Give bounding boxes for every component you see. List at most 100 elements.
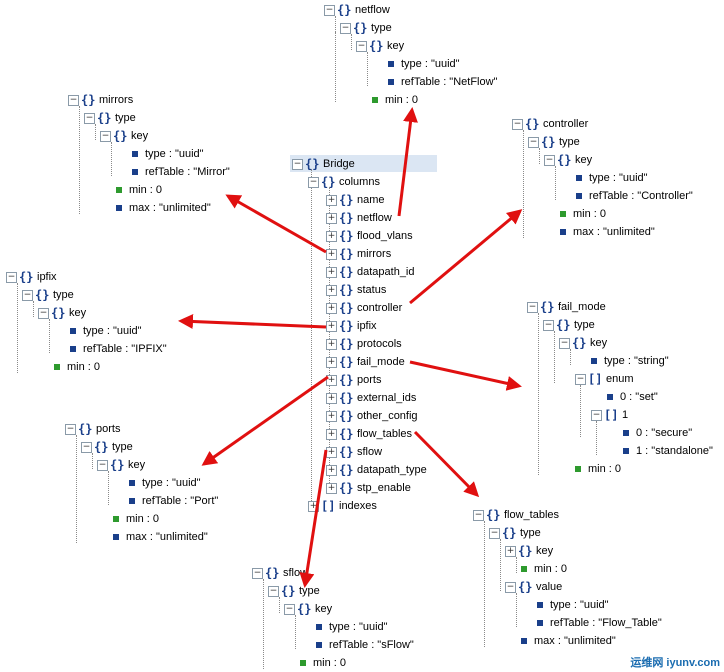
property-icon — [537, 620, 543, 626]
property-icon — [560, 229, 566, 235]
collapse-icon[interactable]: − — [81, 442, 92, 453]
expand-icon[interactable]: + — [326, 213, 337, 224]
object-brace-icon: {} — [51, 306, 66, 320]
object-brace-icon: {} — [353, 21, 368, 35]
object-brace-icon: {} — [557, 153, 572, 167]
expand-icon[interactable]: + — [326, 465, 337, 476]
column-label: other_config — [357, 410, 418, 422]
arrow-ports — [201, 375, 329, 466]
collapse-icon[interactable]: − — [6, 272, 17, 283]
arrow-mirrors — [225, 194, 327, 254]
column-label: mirrors — [357, 248, 392, 260]
arrow-ipfix — [178, 314, 327, 329]
collapse-icon[interactable]: − — [65, 424, 76, 435]
expand-icon[interactable]: + — [505, 546, 516, 557]
column-label: ports — [357, 374, 382, 386]
object-brace-icon: {} — [339, 391, 354, 405]
object-brace-icon: {} — [518, 544, 533, 558]
collapse-icon[interactable]: − — [473, 510, 484, 521]
collapse-icon[interactable]: − — [356, 41, 367, 52]
object-brace-icon: {} — [19, 270, 34, 284]
property-icon — [116, 205, 122, 211]
property-icon — [388, 79, 394, 85]
expand-icon[interactable]: + — [326, 483, 337, 494]
expand-icon[interactable]: + — [326, 411, 337, 422]
object-brace-icon: {} — [339, 481, 354, 495]
object-brace-icon: {} — [281, 584, 296, 598]
object-brace-icon: {} — [339, 193, 354, 207]
property-icon — [70, 328, 76, 334]
expand-icon[interactable]: + — [326, 339, 337, 350]
number-icon — [113, 516, 119, 522]
number-icon — [54, 364, 60, 370]
object-brace-icon: {} — [502, 526, 517, 540]
expand-icon[interactable]: + — [326, 321, 337, 332]
expand-icon[interactable]: + — [326, 375, 337, 386]
object-brace-icon: {} — [35, 288, 50, 302]
expand-icon[interactable]: + — [326, 267, 337, 278]
property-icon — [537, 602, 543, 608]
collapse-icon[interactable]: − — [252, 568, 263, 579]
object-brace-icon: {} — [339, 265, 354, 279]
object-brace-icon: {} — [78, 422, 93, 436]
collapse-icon[interactable]: − — [22, 290, 33, 301]
collapse-icon[interactable]: − — [512, 119, 523, 130]
property-icon — [607, 394, 613, 400]
column-label: status — [357, 284, 387, 296]
collapse-icon[interactable]: − — [97, 460, 108, 471]
object-brace-icon: {} — [339, 355, 354, 369]
expand-icon[interactable]: + — [326, 231, 337, 242]
object-brace-icon: {} — [556, 318, 571, 332]
collapse-icon[interactable]: − — [489, 528, 500, 539]
property-icon — [388, 61, 394, 67]
collapse-icon[interactable]: − — [100, 131, 111, 142]
object-brace-icon: {} — [339, 283, 354, 297]
collapse-icon[interactable]: − — [340, 23, 351, 34]
collapse-icon[interactable]: − — [544, 155, 555, 166]
expand-icon[interactable]: + — [326, 357, 337, 368]
expand-icon[interactable]: + — [326, 303, 337, 314]
property-icon — [70, 346, 76, 352]
arrow-fail-mode — [409, 360, 522, 391]
property-icon — [623, 430, 629, 436]
expand-icon[interactable]: + — [326, 285, 337, 296]
column-label: fail_mode — [357, 356, 405, 368]
object-brace-icon: {} — [339, 445, 354, 459]
expand-icon[interactable]: + — [326, 249, 337, 260]
collapse-icon[interactable]: − — [543, 320, 554, 331]
object-brace-icon: {} — [305, 157, 320, 171]
property-icon — [576, 175, 582, 181]
collapse-icon[interactable]: − — [505, 582, 516, 593]
object-brace-icon: {} — [94, 440, 109, 454]
collapse-icon[interactable]: − — [575, 374, 586, 385]
object-brace-icon: {} — [486, 508, 501, 522]
number-icon — [372, 97, 378, 103]
collapse-icon[interactable]: − — [528, 137, 539, 148]
column-label: protocols — [357, 338, 402, 350]
collapse-icon[interactable]: − — [38, 308, 49, 319]
property-icon — [132, 151, 138, 157]
object-brace-icon: {} — [339, 319, 354, 333]
collapse-icon[interactable]: − — [284, 604, 295, 615]
collapse-icon[interactable]: − — [84, 113, 95, 124]
collapse-icon[interactable]: − — [308, 177, 319, 188]
object-brace-icon: {} — [339, 463, 354, 477]
object-brace-icon: {} — [572, 336, 587, 350]
expand-icon[interactable]: + — [326, 393, 337, 404]
object-brace-icon: {} — [339, 247, 354, 261]
object-brace-icon: {} — [81, 93, 96, 107]
column-label: flow_tables — [357, 428, 413, 440]
collapse-icon[interactable]: − — [324, 5, 335, 16]
collapse-icon[interactable]: − — [591, 410, 602, 421]
object-brace-icon: {} — [321, 175, 336, 189]
object-brace-icon: {} — [518, 580, 533, 594]
collapse-icon[interactable]: − — [292, 159, 303, 170]
collapse-icon[interactable]: − — [68, 95, 79, 106]
collapse-icon[interactable]: − — [268, 586, 279, 597]
collapse-icon[interactable]: − — [527, 302, 538, 313]
collapse-icon[interactable]: − — [559, 338, 570, 349]
expand-icon[interactable]: + — [326, 429, 337, 440]
property-icon — [129, 498, 135, 504]
expand-icon[interactable]: + — [326, 195, 337, 206]
